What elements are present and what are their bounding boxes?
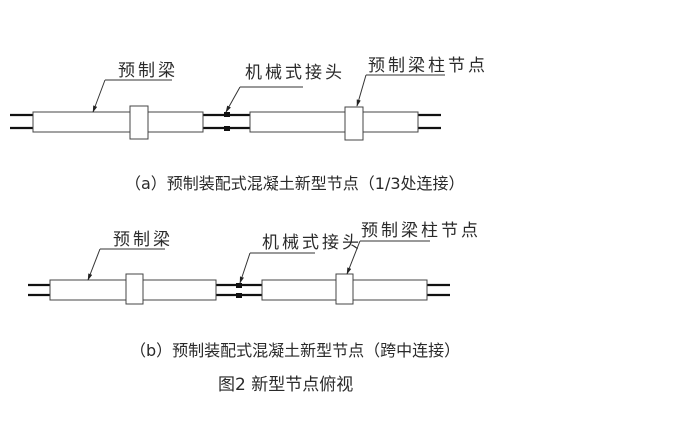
rebar-lines — [10, 112, 441, 131]
coupler-mark — [224, 112, 230, 117]
leader-arrow — [239, 252, 251, 284]
coupler-mark — [236, 283, 242, 288]
caption-b: （b）预制装配式混凝土新型节点（跨中连接） — [130, 341, 460, 360]
rebar-lines — [28, 283, 450, 298]
leader-arrow — [92, 79, 106, 113]
column-joint-right — [335, 273, 354, 305]
label-mechanical-coupler: 机械式接头 — [245, 63, 345, 83]
caption-a: （a）预制装配式混凝土新型节点（1/3处连接） — [125, 174, 465, 193]
precast-beam-right — [249, 111, 419, 133]
figure-title: 图2 新型节点俯视 — [218, 375, 353, 395]
diagram-a: 预制梁 机械式接头 预制梁柱节点 （a）预制装配式混凝土新型节点（1/3处连接） — [10, 56, 488, 193]
column-joint-right — [344, 106, 364, 141]
precast-beam-left — [32, 111, 204, 133]
coupler-mark — [236, 293, 242, 298]
column-joint-left — [129, 105, 149, 140]
label-mechanical-coupler: 机械式接头 — [262, 233, 362, 253]
label-beam-column-joint: 预制梁柱节点 — [361, 221, 481, 241]
label-precast-beam: 预制梁 — [113, 230, 173, 250]
leader-arrow — [346, 240, 361, 275]
leader-arrow — [225, 86, 241, 113]
column-joint-left — [125, 273, 144, 305]
leader-arrow — [87, 248, 101, 281]
coupler-mark — [224, 126, 230, 131]
leader-arrow — [356, 74, 367, 107]
label-beam-column-joint: 预制梁柱节点 — [368, 56, 488, 76]
diagram-b: 预制梁 机械式接头 预制梁柱节点 （b）预制装配式混凝土新型节点（跨中连接） — [28, 221, 481, 360]
label-precast-beam: 预制梁 — [118, 61, 178, 81]
